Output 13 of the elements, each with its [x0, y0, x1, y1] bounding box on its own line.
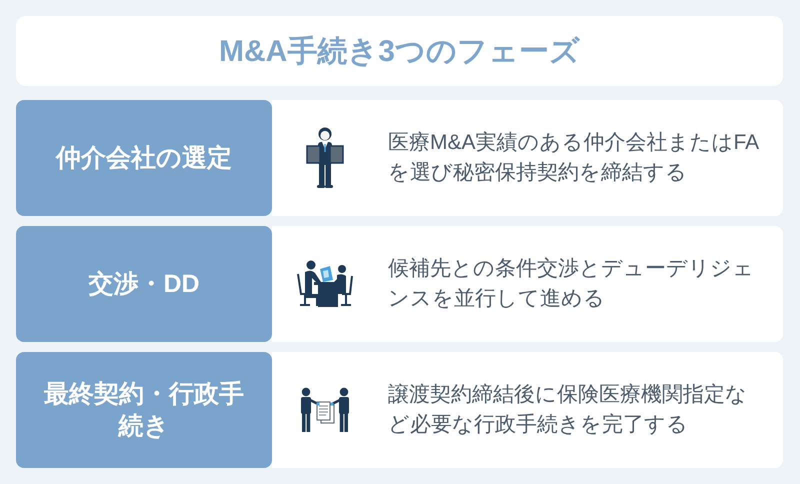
description-card: [272, 226, 783, 342]
phase-box: [16, 100, 272, 216]
phase-title: 最終契約・行政手続き: [43, 378, 245, 442]
description-card: [272, 352, 783, 468]
description-text: 医療M&A実績のある仲介会社またはFAを選び秘密保持契約を締結する: [388, 130, 760, 186]
phase-box: [16, 352, 272, 468]
phase-title: 交渉・DD: [88, 268, 200, 300]
description-text: 候補先との条件交渉とデューデリジェンスを並行して進める: [388, 256, 755, 312]
description-card: [272, 100, 783, 216]
title: M&A手続き3つのフェーズ: [218, 34, 580, 70]
description-text: 譲渡契約締結後に保険医療機関指定など必要な行政手続きを完了する: [388, 382, 748, 438]
phase-title: 仲介会社の選定: [56, 142, 232, 174]
phase-box: [16, 226, 272, 342]
